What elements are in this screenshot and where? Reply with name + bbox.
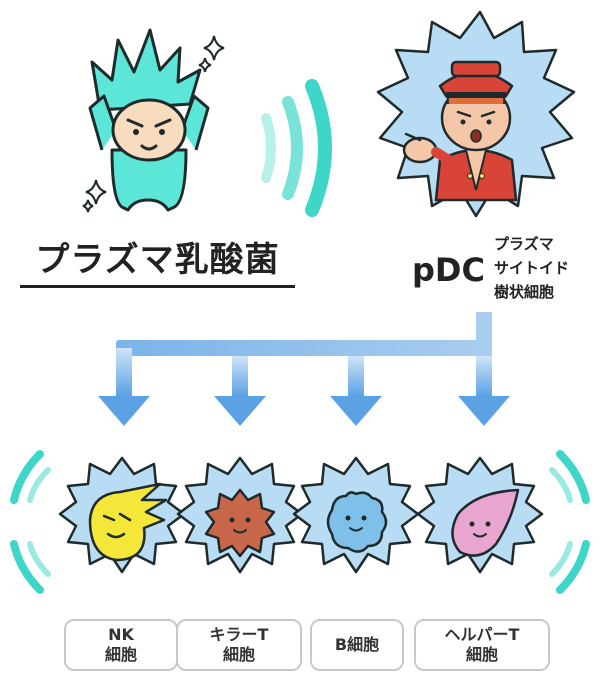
arrow-down-icon [458,396,510,426]
plasma-lactobacillus-label: プラズマ乳酸菌 [20,236,295,288]
arrow-down-icon [98,396,150,426]
cell-label-line: 細胞 [222,645,255,664]
helper-t-cell-character [451,488,520,557]
pdc-description-line: 樹状細胞 [494,283,555,301]
killer-t-cell-label: キラーT 細胞 [176,619,302,671]
pdc-description: プラズマ サイトイド 樹状細胞 [494,232,600,304]
pdc-description-line: プラズマ [494,235,554,253]
mascot-plasma-lactobacillus [88,28,210,212]
nk-cell-label: NK 細胞 [64,619,178,671]
nk-cell-character [88,482,168,562]
b-cell-character [326,491,388,553]
cell-label-line: NK [108,625,134,644]
cell-label-line: ヘルパーT [444,625,520,644]
pdc-abbr-label: pDC [412,251,485,289]
cell-label-line: キラーT [209,625,269,644]
sparkle-icon [85,179,107,205]
helper-t-cell-label: ヘルパーT 細胞 [414,619,550,671]
killer-t-cell-character [204,488,276,558]
cell-label-line: B細胞 [334,635,380,654]
signal-waves-icon [261,79,332,217]
cell-label-line: 細胞 [104,645,137,664]
pdc-description-line: サイトイド [494,259,570,277]
arrow-down-icon [330,396,382,426]
energy-waves-icon [10,450,590,594]
sparkle-icon [203,35,225,61]
sparkle-icon [198,57,212,73]
arrow-down-icon [214,396,266,426]
b-cell-label: B細胞 [310,619,404,671]
activation-arrows [98,312,510,426]
pdc-officer-character [402,60,518,202]
cell-label-line: 細胞 [465,645,498,664]
sparkle-icon [82,199,94,213]
